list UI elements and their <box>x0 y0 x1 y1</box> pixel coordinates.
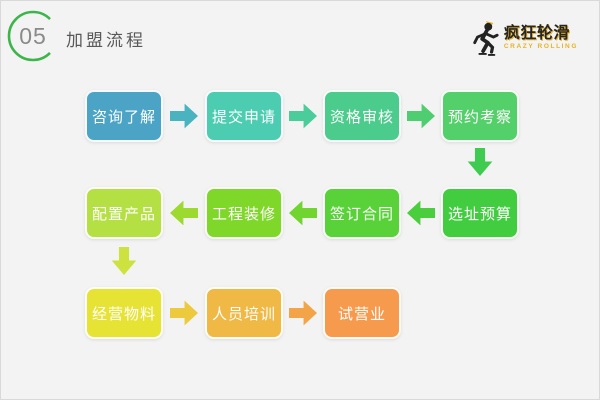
step-number-badge: 05 <box>7 10 59 62</box>
brand-names: 疯狂轮滑 CRAZY ROLLING <box>503 24 578 51</box>
arrow-left-icon <box>289 200 317 226</box>
arrow-right-icon <box>289 300 317 326</box>
brand-name-cn: 疯狂轮滑 <box>503 24 570 42</box>
arrow-right-icon <box>170 103 198 129</box>
step-contract: 签订合同 <box>323 187 401 239</box>
arrow-right-icon <box>289 103 317 129</box>
step-consult: 咨询了解 <box>85 90 163 142</box>
circle-arc-icon <box>7 10 59 62</box>
skater-icon <box>473 21 499 56</box>
arrow-right-icon <box>407 103 435 129</box>
step-site-budget: 选址预算 <box>441 187 519 239</box>
step-review: 资格审核 <box>323 90 401 142</box>
arrow-left-icon <box>407 200 435 226</box>
arrow-down-icon <box>111 247 137 275</box>
brand-name-en: CRAZY ROLLING <box>503 42 578 50</box>
step-products: 配置产品 <box>85 187 163 239</box>
arrow-down-icon <box>467 148 493 176</box>
page-title: 加盟流程 <box>66 31 146 50</box>
step-visit: 预约考察 <box>441 90 519 142</box>
slide-number: 05 <box>19 22 47 49</box>
step-trial-opening: 试营业 <box>323 287 401 339</box>
step-apply: 提交申请 <box>205 90 283 142</box>
arrow-left-icon <box>170 200 198 226</box>
arrow-right-icon <box>170 300 198 326</box>
step-renovation: 工程装修 <box>205 187 283 239</box>
step-materials: 经营物料 <box>85 287 163 339</box>
brand-logo: 疯狂轮滑 CRAZY ROLLING <box>470 20 578 56</box>
step-training: 人员培训 <box>205 287 283 339</box>
